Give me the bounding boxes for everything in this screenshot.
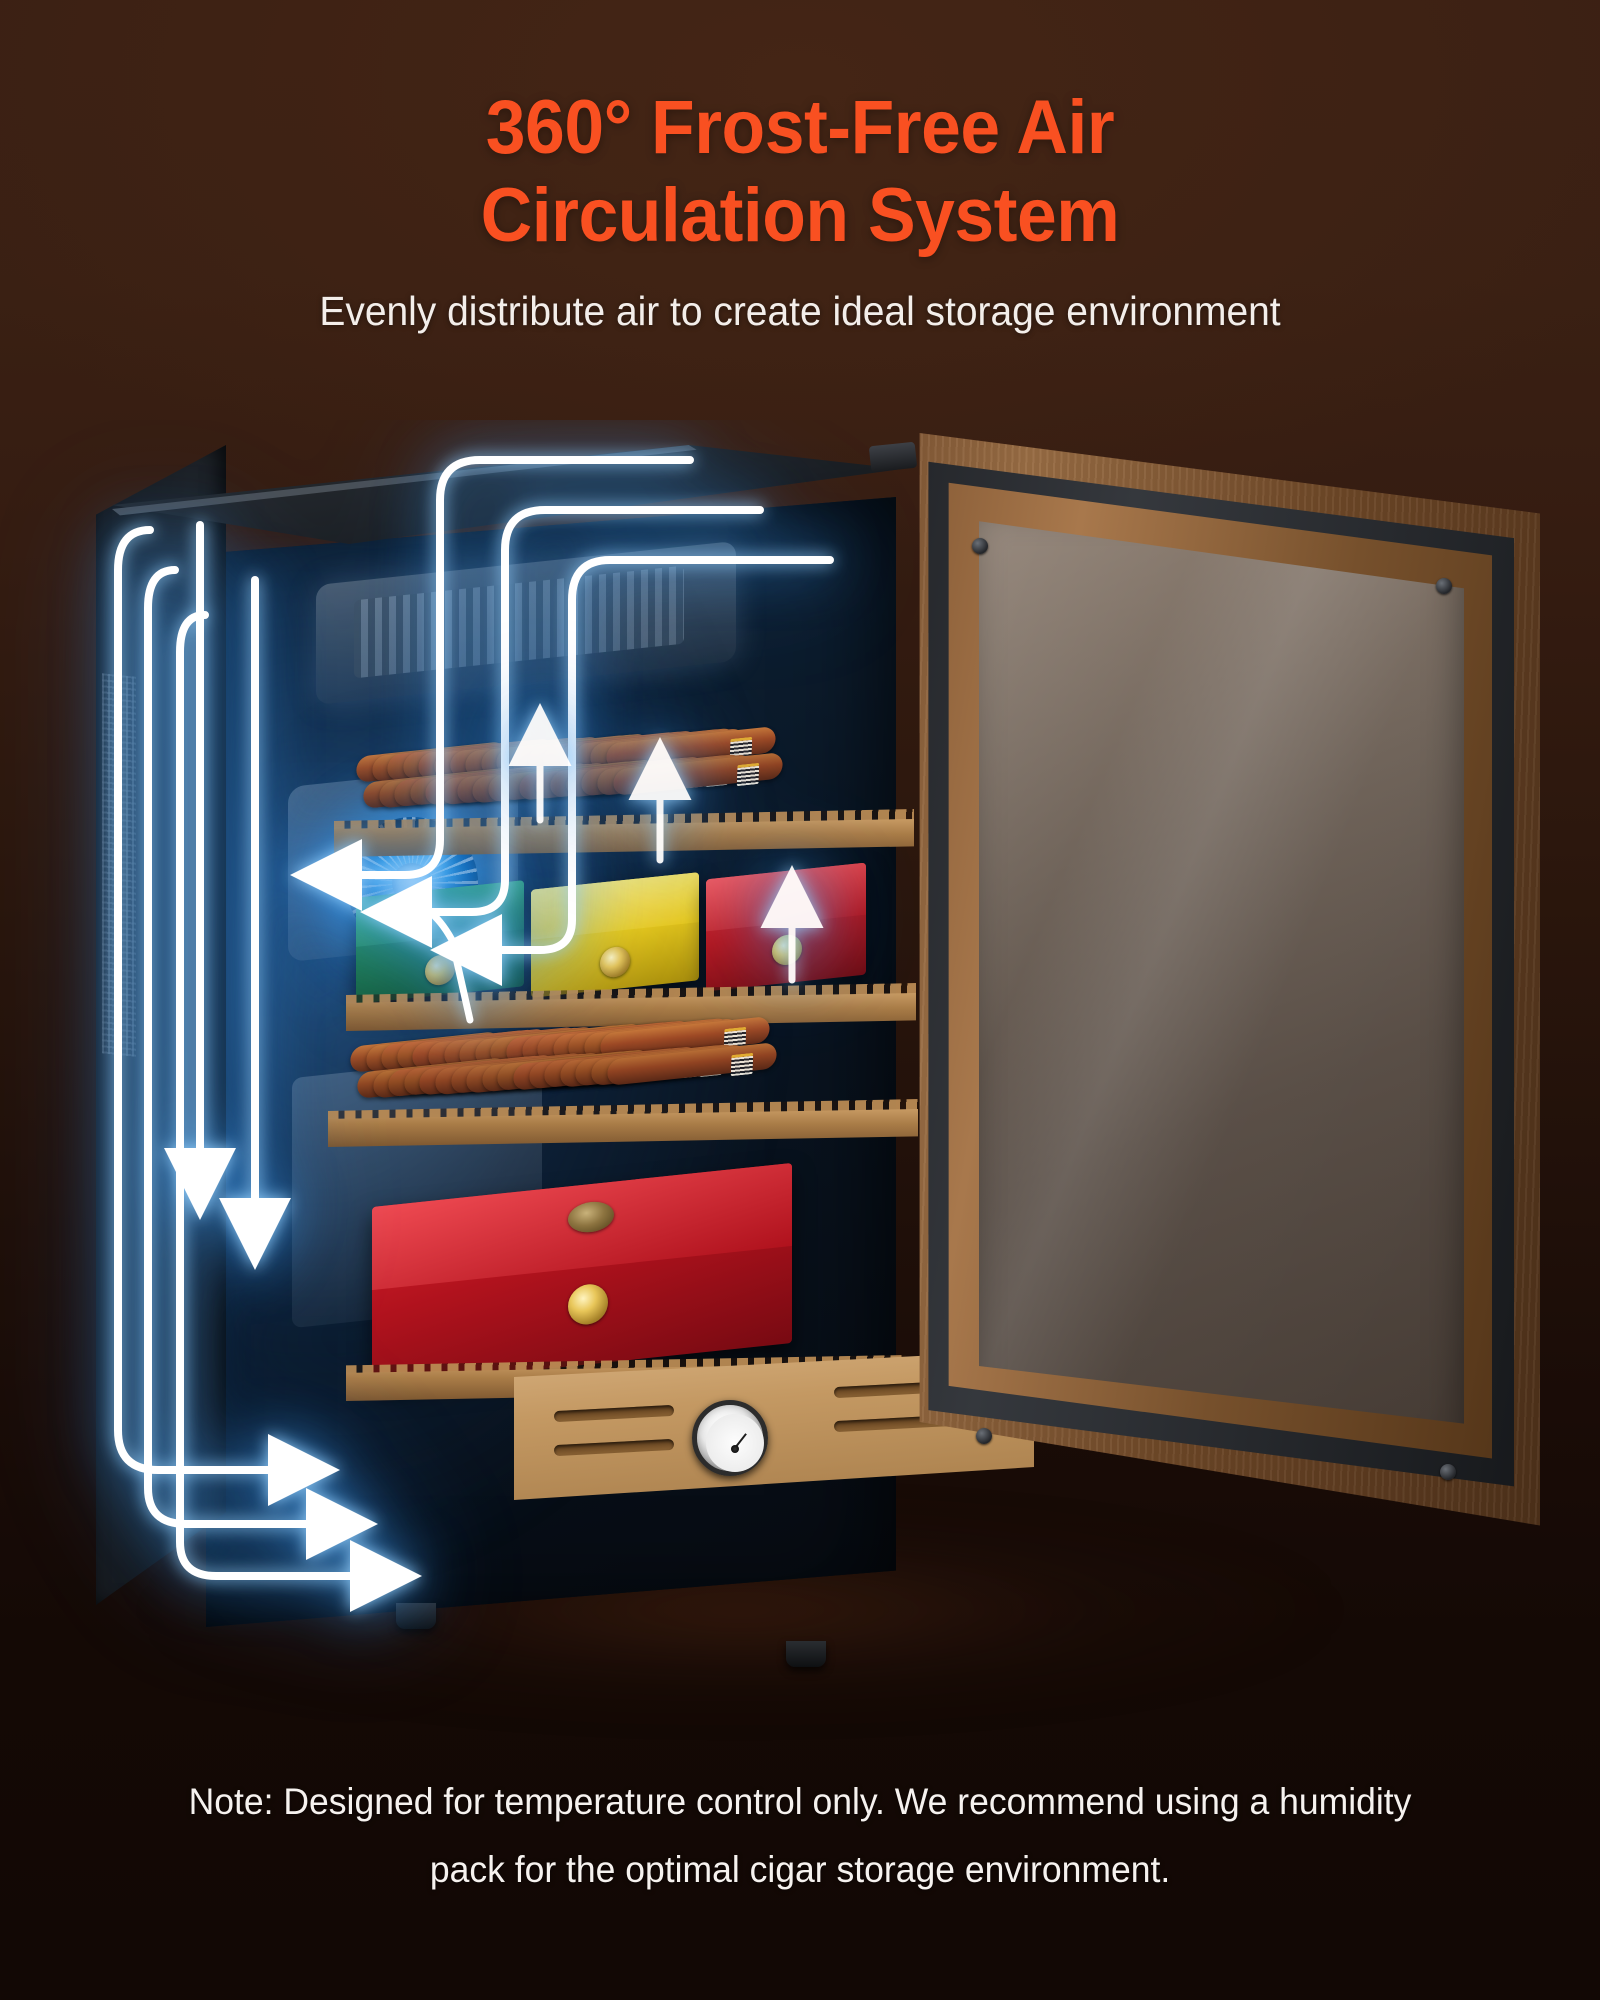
humidor-box-red	[706, 862, 866, 992]
door-rivet	[1440, 1464, 1456, 1480]
cigar-band	[736, 762, 759, 786]
note-line-2: pack for the optimal cigar storage envir…	[429, 1849, 1171, 1890]
cigar-band	[730, 1052, 753, 1076]
humidor-lid	[531, 872, 699, 940]
humidor-box-large-red	[372, 1162, 792, 1388]
humidor-clasp	[568, 1282, 608, 1327]
door-rivet	[972, 538, 988, 554]
cigar-group	[349, 1015, 902, 1121]
drawer-vent-slot	[553, 1438, 675, 1457]
drawer-vent-slot	[553, 1404, 675, 1423]
humidor-lid	[706, 862, 866, 931]
cigar-group	[355, 725, 902, 831]
door-tinted-glass-panel	[979, 521, 1464, 1424]
door-rivet	[1436, 578, 1452, 594]
humidor-emblem	[772, 933, 802, 967]
page-subtitle: Evenly distribute air to create ideal st…	[319, 288, 1281, 334]
humidor-box-yellow	[531, 872, 699, 998]
product-illustration	[0, 420, 1600, 1750]
leveling-foot	[786, 1641, 826, 1667]
page-title: 360° Frost-Free Air Circulation System	[48, 0, 1552, 260]
disclaimer-note: Note: Designed for temperature control o…	[30, 1768, 1570, 1904]
hygrometer-dial-face	[706, 1414, 764, 1472]
door-hinge	[868, 441, 918, 473]
headline-line-2: Circulation System	[480, 173, 1120, 258]
header-block: 360° Frost-Free Air Circulation System E…	[0, 0, 1600, 336]
headline-line-1: 360° Frost-Free Air	[485, 85, 1115, 170]
humidor-emblem	[425, 953, 455, 987]
door-rivet	[976, 1428, 992, 1444]
hygrometer-pivot	[731, 1445, 739, 1453]
humidor-emblem	[600, 945, 630, 979]
hygrometer-gauge	[692, 1400, 768, 1476]
humidor-lid	[356, 880, 524, 947]
note-line-1: Note: Designed for temperature control o…	[188, 1781, 1412, 1822]
humidor-box-green	[356, 880, 524, 1004]
cabinet-door[interactable]	[868, 410, 1540, 1590]
shelf-stack	[96, 445, 1034, 1675]
